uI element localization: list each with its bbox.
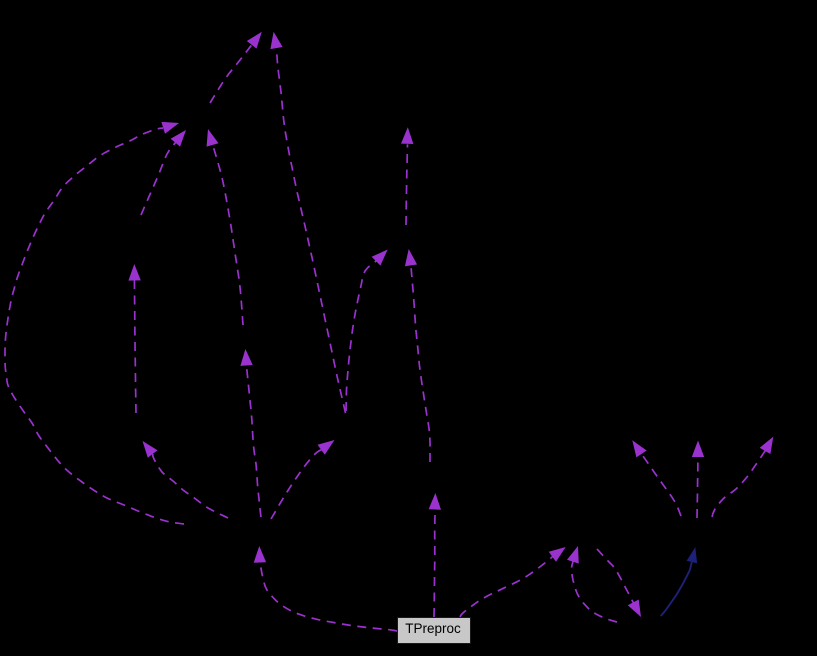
- svg-text:TPreproc: TPreproc: [405, 621, 461, 636]
